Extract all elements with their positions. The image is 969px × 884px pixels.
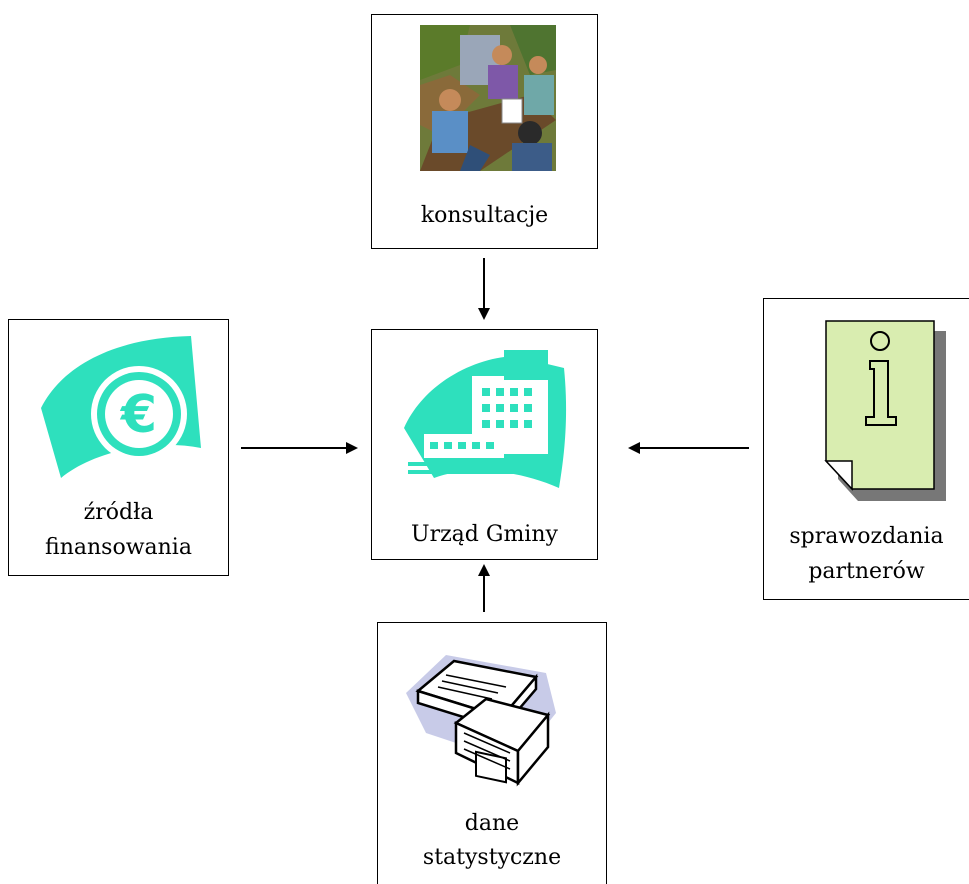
funding-label-line2: finansowania [45,535,192,560]
statistics-box: dane statystyczne [377,622,607,884]
office-box: Urząd Gminy [371,329,598,560]
consultations-box: konsultacje [371,14,598,249]
reports-label-line2: partnerów [808,559,925,584]
office-label: Urząd Gminy [411,522,558,547]
meeting-icon [420,25,556,171]
euro-icon: € [31,328,211,478]
consultations-label: konsultacje [420,203,549,228]
statistics-label-line2: statystyczne [422,845,562,870]
office-building-icon [394,338,579,488]
reports-label-line1: sprawozdania [789,524,944,549]
info-document-icon [822,319,952,501]
funding-box: € źródła finansowania [8,319,229,576]
reports-box: sprawozdania partnerów [763,298,969,600]
funding-label-line1: źródła [83,500,154,525]
svg-text:€: € [120,385,157,445]
statistics-label-line1: dane [464,811,520,836]
floppy-disks-icon [406,633,556,793]
